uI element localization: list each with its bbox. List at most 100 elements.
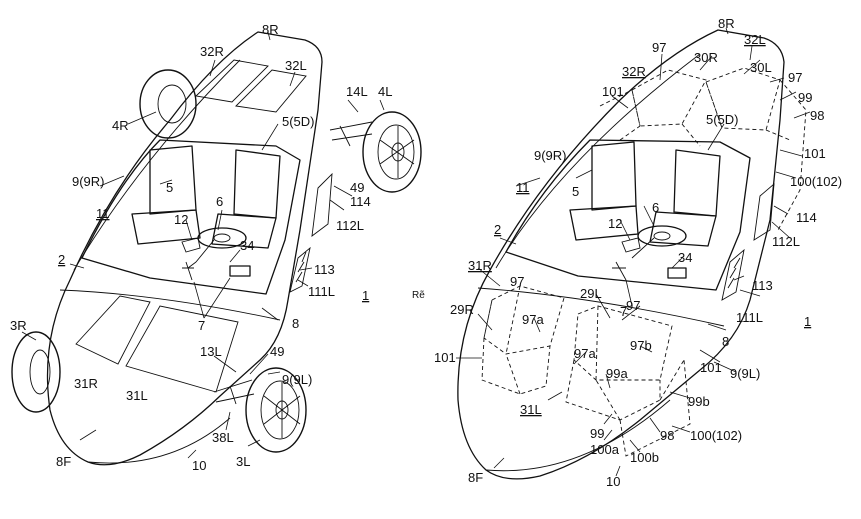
label-97-right: 97	[788, 70, 802, 85]
label-13L: 13L	[200, 344, 222, 359]
label-9-9R: 9(9R)	[72, 174, 105, 189]
label-114-right: 114	[796, 210, 817, 225]
label-99-front: 99	[590, 426, 604, 441]
label-100a: 100a	[590, 442, 620, 457]
label-2-right: 2	[494, 222, 501, 237]
figure-number-left: 1	[362, 288, 369, 303]
label-99-top: 99	[798, 90, 812, 105]
label-98-top: 98	[810, 108, 824, 123]
label-11: 11	[96, 206, 110, 221]
wheel-4L	[362, 111, 422, 193]
side-box-98	[777, 79, 807, 231]
seat-5D	[211, 149, 281, 249]
label-4L: 4L	[378, 84, 392, 99]
label-2: 2	[58, 252, 65, 267]
pedal-12	[181, 237, 201, 253]
label-98-front: 98	[660, 428, 674, 443]
label-5-5D-right: 5(5D)	[706, 112, 739, 127]
box-30L	[705, 67, 781, 131]
label-8-right: 8	[722, 334, 729, 349]
label-8F-right: 8F	[468, 470, 483, 485]
stray-mark: Rẽ	[412, 290, 425, 301]
label-99a: 99a	[606, 366, 628, 381]
label-12: 12	[174, 212, 188, 227]
label-5: 5	[166, 180, 173, 195]
label-14L: 14L	[346, 84, 368, 99]
left-vehicle-view: 8R 32R 32L 14L 4L 4R 5(5D) 9(9R) 5 6 11 …	[10, 22, 422, 473]
label-112L-right: 112L	[772, 234, 800, 249]
label-97a-mid: 97a	[574, 346, 596, 361]
front-box-98	[619, 359, 691, 457]
wheel-4R	[139, 69, 197, 139]
label-38L: 38L	[212, 430, 234, 445]
steering-wheel-6	[187, 227, 247, 269]
label-113: 113	[314, 262, 335, 277]
label-29L: 29L	[580, 286, 602, 301]
wheel-3R	[11, 331, 61, 413]
label-100b: 100b	[630, 450, 659, 465]
label-112L: 112L	[336, 218, 364, 233]
label-8R-right: 8R	[718, 16, 735, 31]
label-49a: 49	[350, 180, 364, 195]
label-7-right: 7	[620, 304, 627, 319]
label-100-102-front: 100(102)	[690, 428, 742, 443]
label-10: 10	[192, 458, 206, 473]
label-8: 8	[292, 316, 299, 331]
label-49b: 49	[270, 344, 284, 359]
label-32L: 32L	[285, 58, 307, 73]
label-11-right: 11	[516, 180, 530, 195]
label-6-right: 6	[652, 200, 659, 215]
seat-5-right	[569, 141, 639, 241]
body-outline-right	[457, 29, 785, 480]
label-3L: 3L	[236, 454, 250, 469]
label-100-102-top: 100(102)	[790, 174, 842, 189]
label-97a-left: 97a	[522, 312, 544, 327]
wheel-3L	[245, 367, 307, 453]
label-34: 34	[240, 238, 254, 253]
cabin-opening	[81, 139, 301, 295]
seat-5	[131, 145, 201, 245]
label-7: 7	[198, 318, 205, 333]
body-outline	[46, 31, 323, 466]
label-114: 114	[350, 194, 371, 209]
label-5-5D: 5(5D)	[282, 114, 315, 129]
steering-wheel-6-right	[631, 225, 687, 259]
label-97b: 97b	[630, 338, 652, 353]
label-8R: 8R	[262, 22, 279, 37]
console-34	[229, 265, 251, 277]
cabin-opening-right	[505, 139, 751, 291]
label-9-9R-right: 9(9R)	[534, 148, 567, 163]
label-29R: 29R	[450, 302, 474, 317]
label-32L-right: 32L	[744, 32, 766, 47]
label-9-9L-right: 9(9L)	[730, 366, 760, 381]
label-101-top: 101	[602, 84, 624, 99]
box-30R	[631, 69, 707, 127]
rear-suspension	[329, 121, 373, 147]
label-111L-right: 111L	[736, 310, 763, 325]
label-6: 6	[216, 194, 223, 209]
label-97-mid: 97	[510, 274, 524, 289]
label-101-front: 101	[700, 360, 722, 375]
label-31L-right: 31L	[520, 402, 542, 417]
label-101-left: 101	[434, 350, 456, 365]
label-32R-right: 32R	[622, 64, 646, 79]
intake-112L	[311, 172, 333, 237]
label-9-9L: 9(9L)	[282, 372, 312, 387]
label-30L: 30L	[750, 60, 772, 75]
label-3R: 3R	[10, 318, 27, 333]
label-32R: 32R	[200, 44, 224, 59]
label-34-right: 34	[678, 250, 692, 265]
label-10-right: 10	[606, 474, 620, 489]
seat-5D-right	[649, 149, 721, 247]
figure-number-right: 1	[804, 314, 811, 329]
label-31R-right: 31R	[468, 258, 492, 273]
label-31L: 31L	[126, 388, 148, 403]
intake-111L	[289, 246, 311, 293]
label-30R: 30R	[694, 50, 718, 65]
label-97-29L: 97	[626, 298, 640, 313]
label-113-right: 113	[752, 278, 773, 293]
label-8F: 8F	[56, 454, 71, 469]
label-97-top: 97	[652, 40, 666, 55]
label-12-right: 12	[608, 216, 622, 231]
